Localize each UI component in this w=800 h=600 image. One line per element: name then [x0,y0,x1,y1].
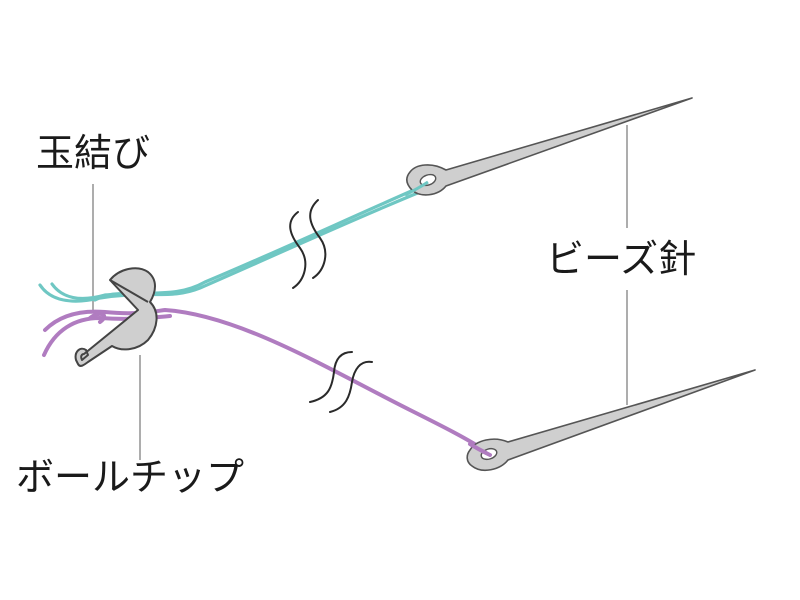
teal-thread [38,183,427,303]
beading-needle-upper-icon [406,97,693,196]
break-mark-lower [309,351,373,413]
purple-thread-through-eye [468,442,492,457]
teal-thread-through-eye [404,180,429,197]
beading-needle-lower-icon [466,369,756,472]
knot-label: 玉結び [36,131,151,175]
ball-tip-label: ボールチップ [16,455,245,499]
ball-tip-icon [74,267,158,367]
break-mark-upper [289,199,327,289]
beading-needle-label: ビーズ針 [546,237,697,281]
